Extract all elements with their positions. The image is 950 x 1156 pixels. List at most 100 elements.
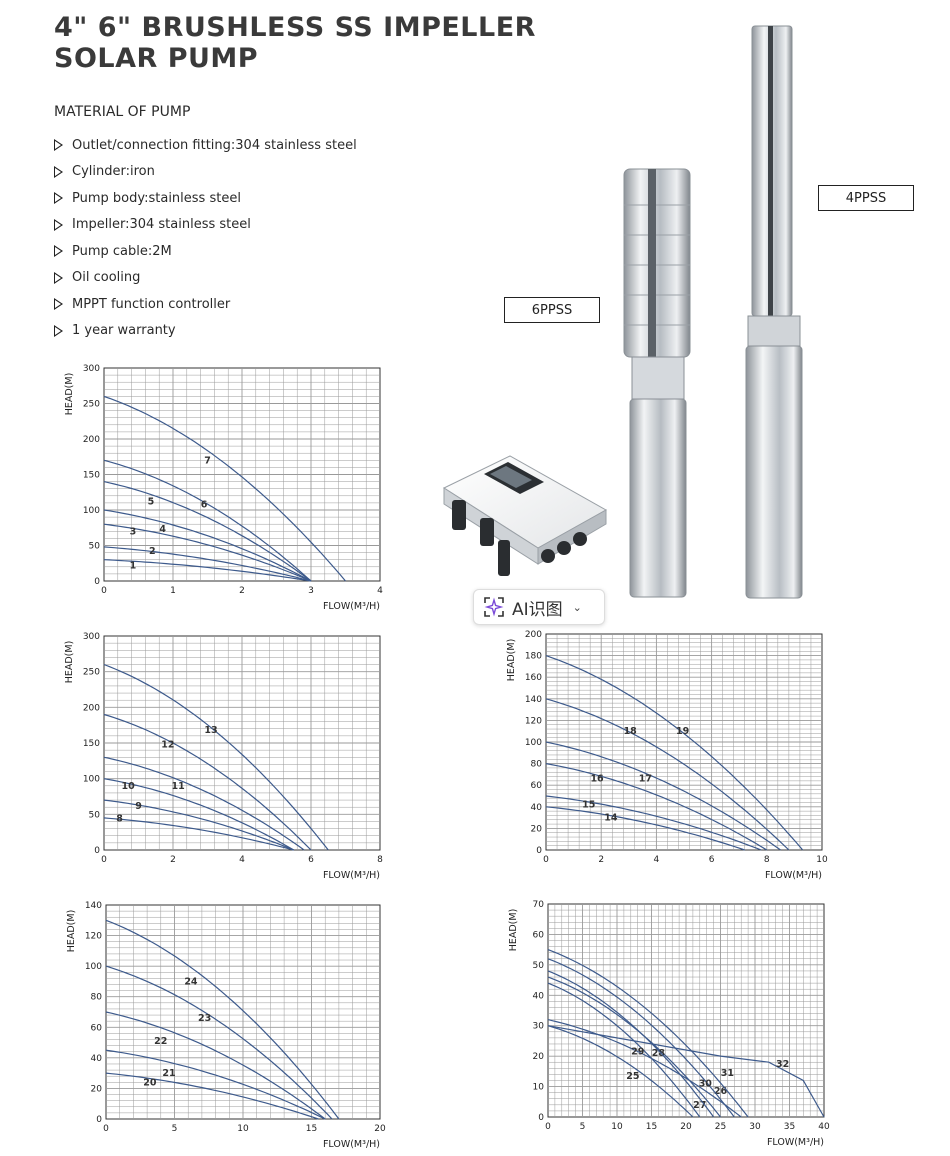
triangle-bullet-icon xyxy=(54,271,63,284)
x-tick-label: 0 xyxy=(103,1124,109,1134)
x-tick-label: 30 xyxy=(749,1122,761,1132)
series-label-17: 17 xyxy=(639,774,652,785)
series-label-20: 20 xyxy=(143,1077,157,1088)
x-tick-label: 8 xyxy=(377,855,383,865)
x-tick-label: 4 xyxy=(654,855,660,865)
series-line-1 xyxy=(103,559,312,582)
y-tick-label: 250 xyxy=(83,668,100,678)
y-tick-label: 160 xyxy=(525,673,542,683)
x-tick-label: 6 xyxy=(709,855,715,865)
material-heading: MATERIAL OF PUMP xyxy=(54,104,191,120)
series-label-21: 21 xyxy=(162,1068,175,1079)
y-tick-label: 60 xyxy=(533,930,545,940)
series-line-10 xyxy=(103,778,295,851)
model-label-4ppss: 4PPSS xyxy=(818,185,914,211)
y-axis-label: HEAD(M) xyxy=(64,373,75,416)
y-tick-label: 60 xyxy=(531,781,543,791)
x-axis-label: FLOW(M³/H) xyxy=(765,870,822,881)
y-tick-label: 140 xyxy=(85,901,102,911)
series-label-16: 16 xyxy=(590,774,604,785)
y-tick-label: 20 xyxy=(533,1052,545,1062)
feature-text: Impeller:304 stainless steel xyxy=(72,217,251,233)
triangle-bullet-icon xyxy=(54,218,63,231)
series-line-18 xyxy=(545,698,790,851)
x-axis-label: FLOW(M³/H) xyxy=(323,870,380,881)
feature-text: Pump cable:2M xyxy=(72,243,172,259)
series-line-28 xyxy=(547,976,721,1118)
y-tick-label: 60 xyxy=(91,1023,103,1033)
x-tick-label: 0 xyxy=(101,855,107,865)
feature-item: MPPT function controller xyxy=(54,291,357,318)
series-line-19 xyxy=(545,655,804,851)
feature-text: 1 year warranty xyxy=(72,323,176,339)
series-label-18: 18 xyxy=(624,726,638,737)
feature-text: Cylinder:iron xyxy=(72,164,155,180)
y-tick-label: 120 xyxy=(525,716,542,726)
series-line-29 xyxy=(547,970,715,1118)
series-line-4 xyxy=(103,509,312,582)
y-tick-label: 40 xyxy=(531,803,543,813)
pump-4ppss-image xyxy=(745,25,803,599)
x-tick-label: 0 xyxy=(545,1122,551,1132)
series-label-31: 31 xyxy=(721,1068,734,1079)
plot-area xyxy=(103,635,381,851)
y-axis-label: HEAD(M) xyxy=(506,639,517,682)
model-label-6ppss: 6PPSS xyxy=(504,297,600,323)
y-tick-label: 100 xyxy=(85,962,102,972)
triangle-bullet-icon xyxy=(54,298,63,311)
series-label-22: 22 xyxy=(154,1036,167,1047)
feature-text: Oil cooling xyxy=(72,270,141,286)
series-line-31 xyxy=(547,949,749,1118)
series-line-30 xyxy=(547,958,735,1118)
y-tick-label: 20 xyxy=(91,1084,103,1094)
y-tick-label: 50 xyxy=(89,810,101,820)
series-line-6 xyxy=(103,459,312,582)
x-tick-label: 25 xyxy=(715,1122,726,1132)
series-label-32: 32 xyxy=(776,1059,789,1070)
feature-item: Outlet/connection fitting:304 stainless … xyxy=(54,132,357,159)
x-tick-label: 3 xyxy=(308,586,314,596)
y-tick-label: 30 xyxy=(533,1022,545,1032)
series-label-1: 1 xyxy=(130,560,137,571)
sparkle-icon xyxy=(484,597,504,617)
x-tick-label: 2 xyxy=(170,855,176,865)
pump-6ppss-image xyxy=(623,168,691,598)
title-line-1: 4" 6" BRUSHLESS SS IMPELLER xyxy=(54,12,536,43)
series-label-19: 19 xyxy=(676,726,689,737)
ai-recognize-button[interactable]: AI识图 ⌄ xyxy=(473,589,605,625)
plot-area xyxy=(545,633,823,851)
series-line-5 xyxy=(103,481,312,582)
x-axis-label: FLOW(M³/H) xyxy=(323,1139,380,1150)
series-label-15: 15 xyxy=(582,800,595,811)
y-tick-label: 140 xyxy=(525,695,542,705)
y-tick-label: 80 xyxy=(531,760,543,770)
x-tick-label: 5 xyxy=(172,1124,178,1134)
x-axis-label: FLOW(M³/H) xyxy=(767,1137,824,1148)
x-tick-label: 10 xyxy=(611,1122,623,1132)
plot-area xyxy=(103,367,381,582)
series-line-16 xyxy=(545,763,768,851)
series-label-10: 10 xyxy=(122,781,136,792)
series-line-17 xyxy=(545,741,781,851)
x-tick-label: 20 xyxy=(680,1122,692,1132)
triangle-bullet-icon xyxy=(54,324,63,337)
y-tick-label: 200 xyxy=(83,703,100,713)
x-tick-label: 8 xyxy=(764,855,770,865)
series-line-14 xyxy=(545,806,745,851)
y-tick-label: 0 xyxy=(94,846,100,856)
series-label-29: 29 xyxy=(631,1047,644,1058)
series-label-3: 3 xyxy=(130,526,137,537)
y-tick-label: 40 xyxy=(91,1054,103,1064)
y-tick-label: 50 xyxy=(533,961,545,971)
series-line-27 xyxy=(547,982,701,1118)
x-tick-label: 2 xyxy=(239,586,245,596)
feature-list: Outlet/connection fitting:304 stainless … xyxy=(54,132,357,344)
series-line-15 xyxy=(545,795,762,851)
y-tick-label: 150 xyxy=(83,739,100,749)
x-tick-label: 0 xyxy=(543,855,549,865)
y-tick-label: 80 xyxy=(91,993,103,1003)
series-line-12 xyxy=(103,713,312,851)
series-line-25 xyxy=(547,1025,694,1118)
series-label-13: 13 xyxy=(204,725,217,736)
feature-item: Oil cooling xyxy=(54,265,357,292)
